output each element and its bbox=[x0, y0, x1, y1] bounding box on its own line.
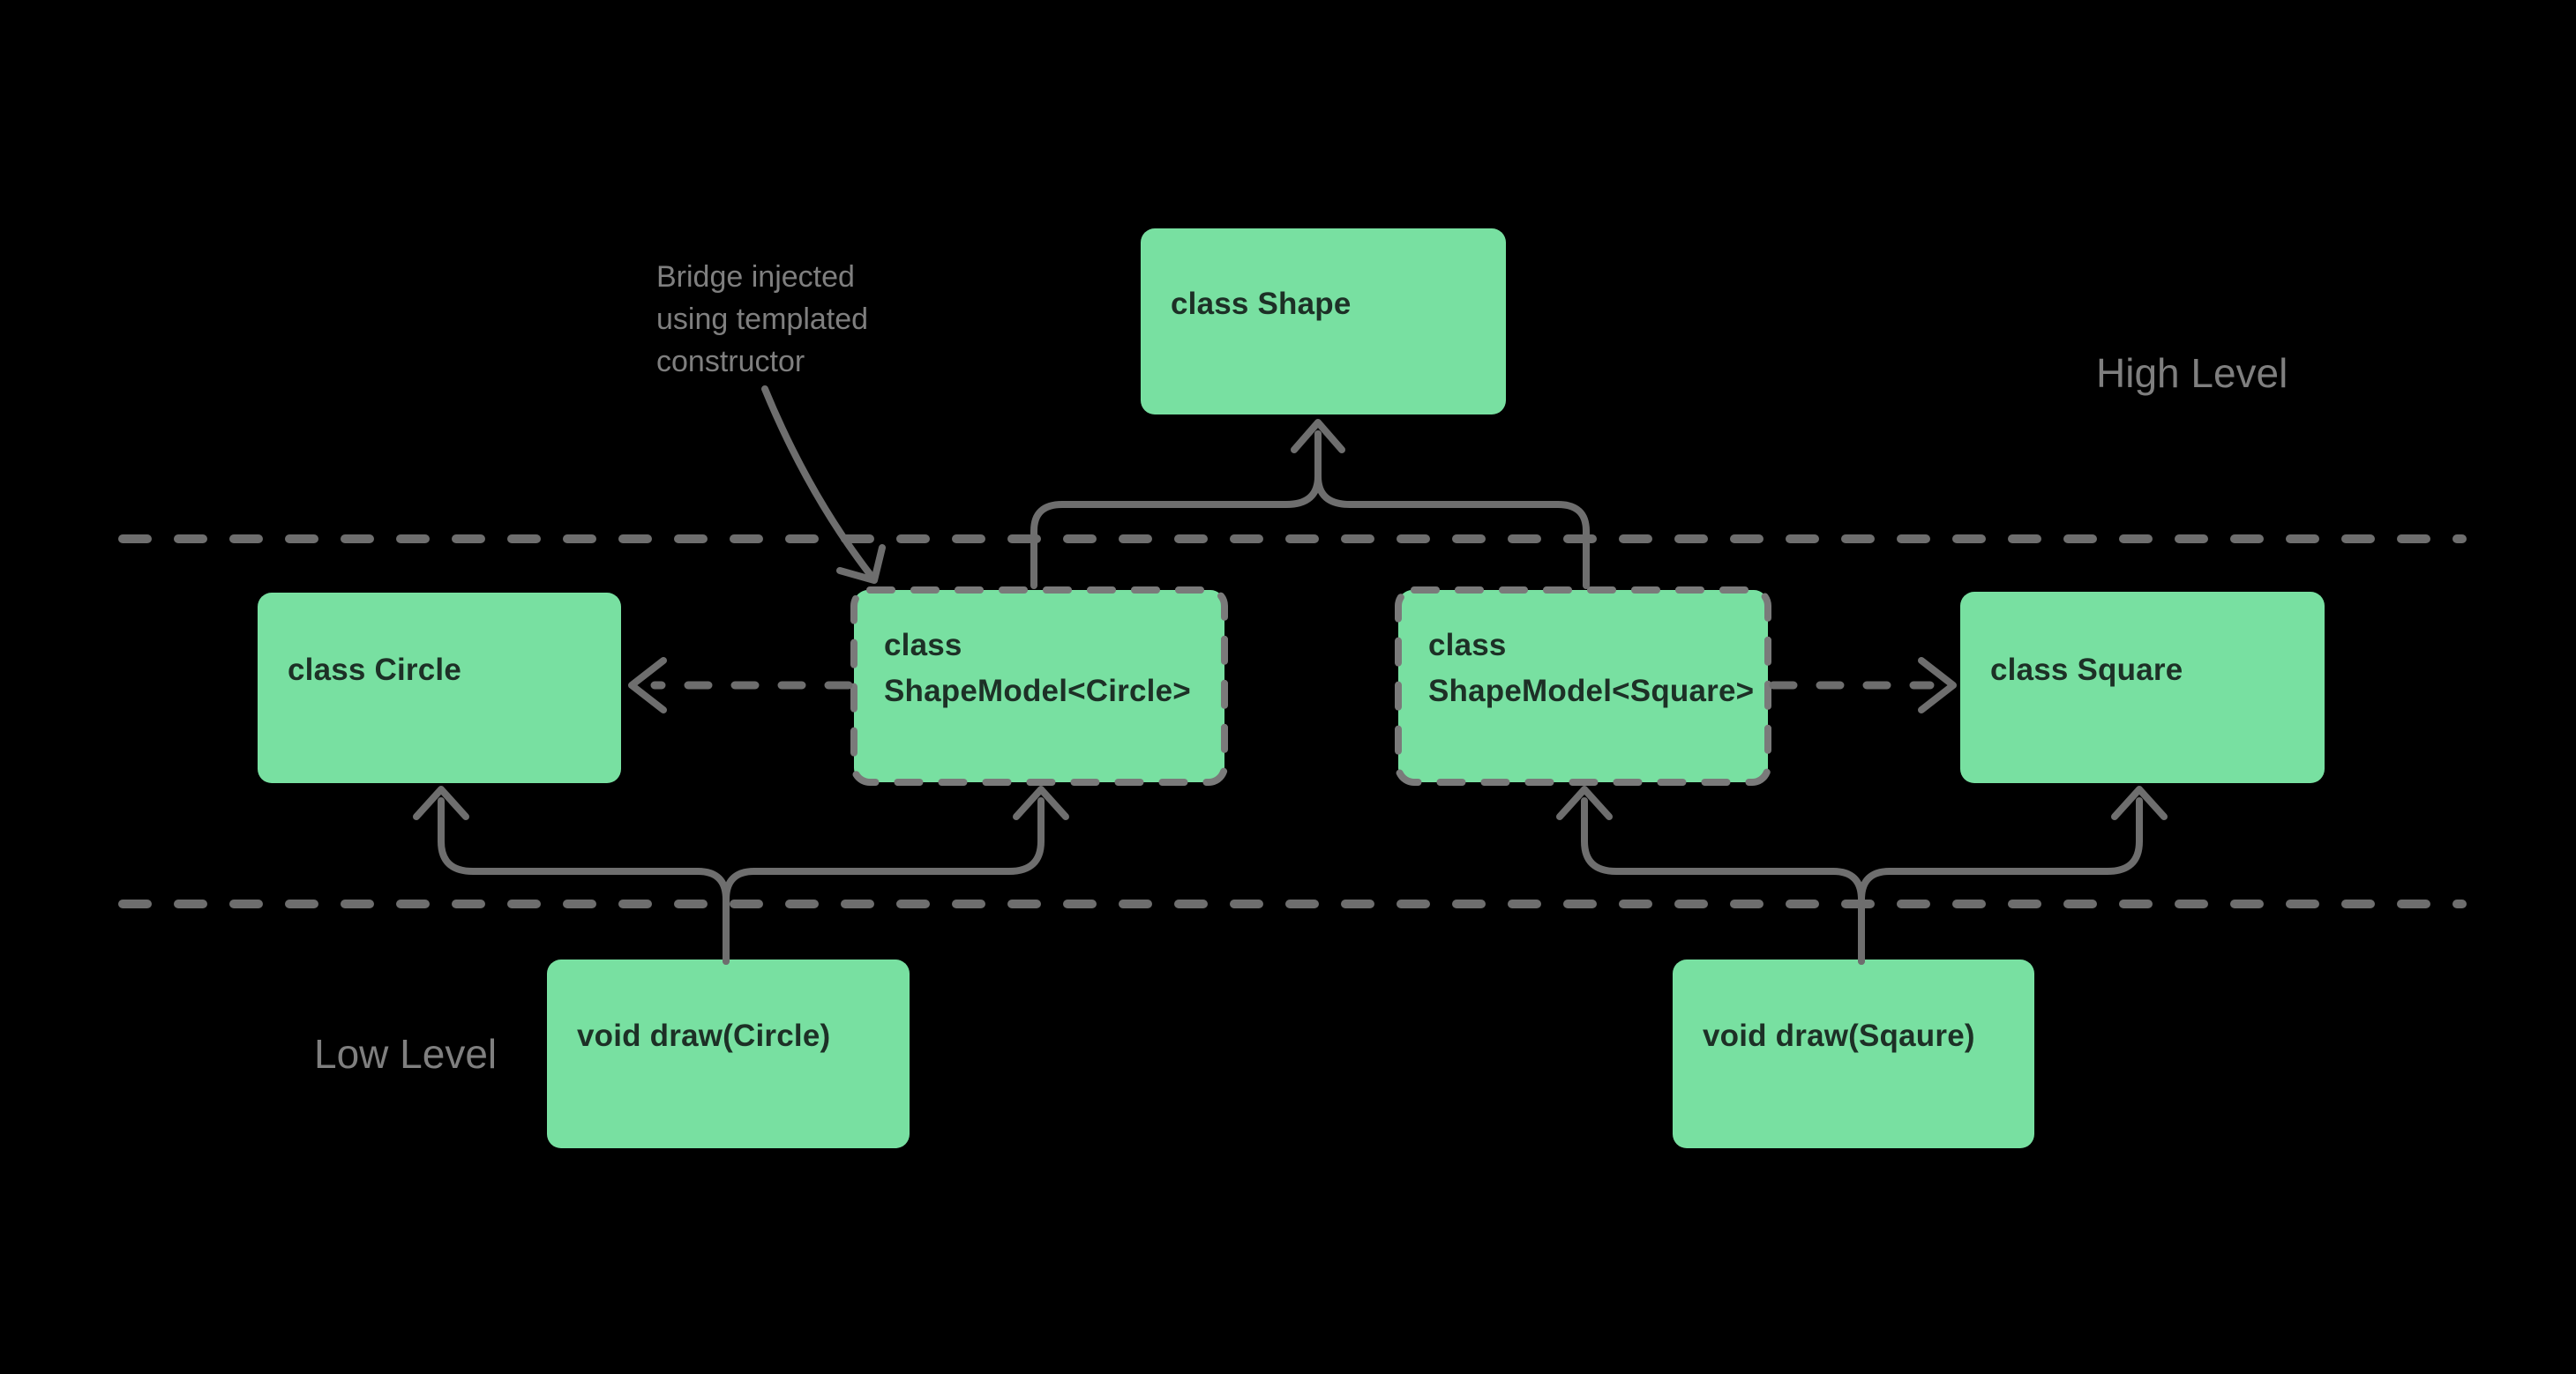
high-level-label: High Level bbox=[2096, 350, 2288, 396]
low-level-label: Low Level bbox=[314, 1031, 498, 1077]
inheritance-connector-to-shape bbox=[1030, 419, 1590, 589]
dashed-arrow-shapemodel-square-to-square bbox=[1769, 657, 1957, 713]
connector-draw-circle-to-shapemodel-circle bbox=[723, 797, 1045, 965]
node-shapemodel-square: class ShapeModel<Square> bbox=[1398, 590, 1768, 782]
connector-draw-square-to-shapemodel-square bbox=[1581, 797, 1865, 965]
arrowhead-up-to-square bbox=[2111, 786, 2168, 820]
node-class-shape-label: class Shape bbox=[1171, 286, 1352, 321]
arrowhead-left-to-circle bbox=[628, 657, 667, 713]
dashed-arrow-shapemodel-circle-to-circle bbox=[628, 657, 853, 713]
connector-shapemodel-square-to-shape bbox=[1314, 430, 1590, 589]
connector-draw-circle-to-circle bbox=[438, 797, 730, 965]
connector-draw-circle-split bbox=[413, 786, 1069, 965]
arrowhead-right-to-square bbox=[1918, 657, 1957, 713]
node-class-shape: class Shape bbox=[1141, 228, 1506, 414]
node-class-square-label: class Square bbox=[1990, 652, 2183, 687]
connector-shapemodel-circle-to-shape bbox=[1030, 430, 1322, 589]
bridge-annotation-text: Bridge injected using templated construc… bbox=[656, 260, 869, 378]
connector-draw-square-split bbox=[1556, 786, 2168, 965]
node-void-draw-square: void draw(Sqaure) bbox=[1673, 960, 2034, 1148]
arrowhead-up-to-circle bbox=[413, 786, 469, 820]
connector-draw-square-to-square bbox=[1858, 797, 2143, 965]
arrowhead-up-to-shape bbox=[1291, 419, 1345, 453]
node-shapemodel-circle-label: class ShapeModel<Circle> bbox=[884, 628, 1191, 708]
node-shapemodel-circle: class ShapeModel<Circle> bbox=[854, 590, 1224, 782]
arrowhead-up-to-shapemodel-square bbox=[1556, 786, 1613, 820]
node-class-circle-label: class Circle bbox=[288, 653, 461, 687]
node-void-draw-circle: void draw(Circle) bbox=[547, 960, 910, 1148]
arrowhead-up-to-shapemodel-circle bbox=[1013, 786, 1069, 820]
annotation-arrowhead bbox=[836, 544, 886, 584]
node-shapemodel-square-label: class ShapeModel<Square> bbox=[1428, 628, 1755, 708]
node-class-square: class Square bbox=[1960, 592, 2325, 783]
annotation-arrow-shaft bbox=[761, 385, 873, 578]
annotation-arrow bbox=[761, 385, 886, 584]
node-void-draw-circle-label: void draw(Circle) bbox=[577, 1019, 831, 1053]
node-class-circle: class Circle bbox=[258, 593, 621, 783]
node-void-draw-square-label: void draw(Sqaure) bbox=[1703, 1019, 1975, 1053]
